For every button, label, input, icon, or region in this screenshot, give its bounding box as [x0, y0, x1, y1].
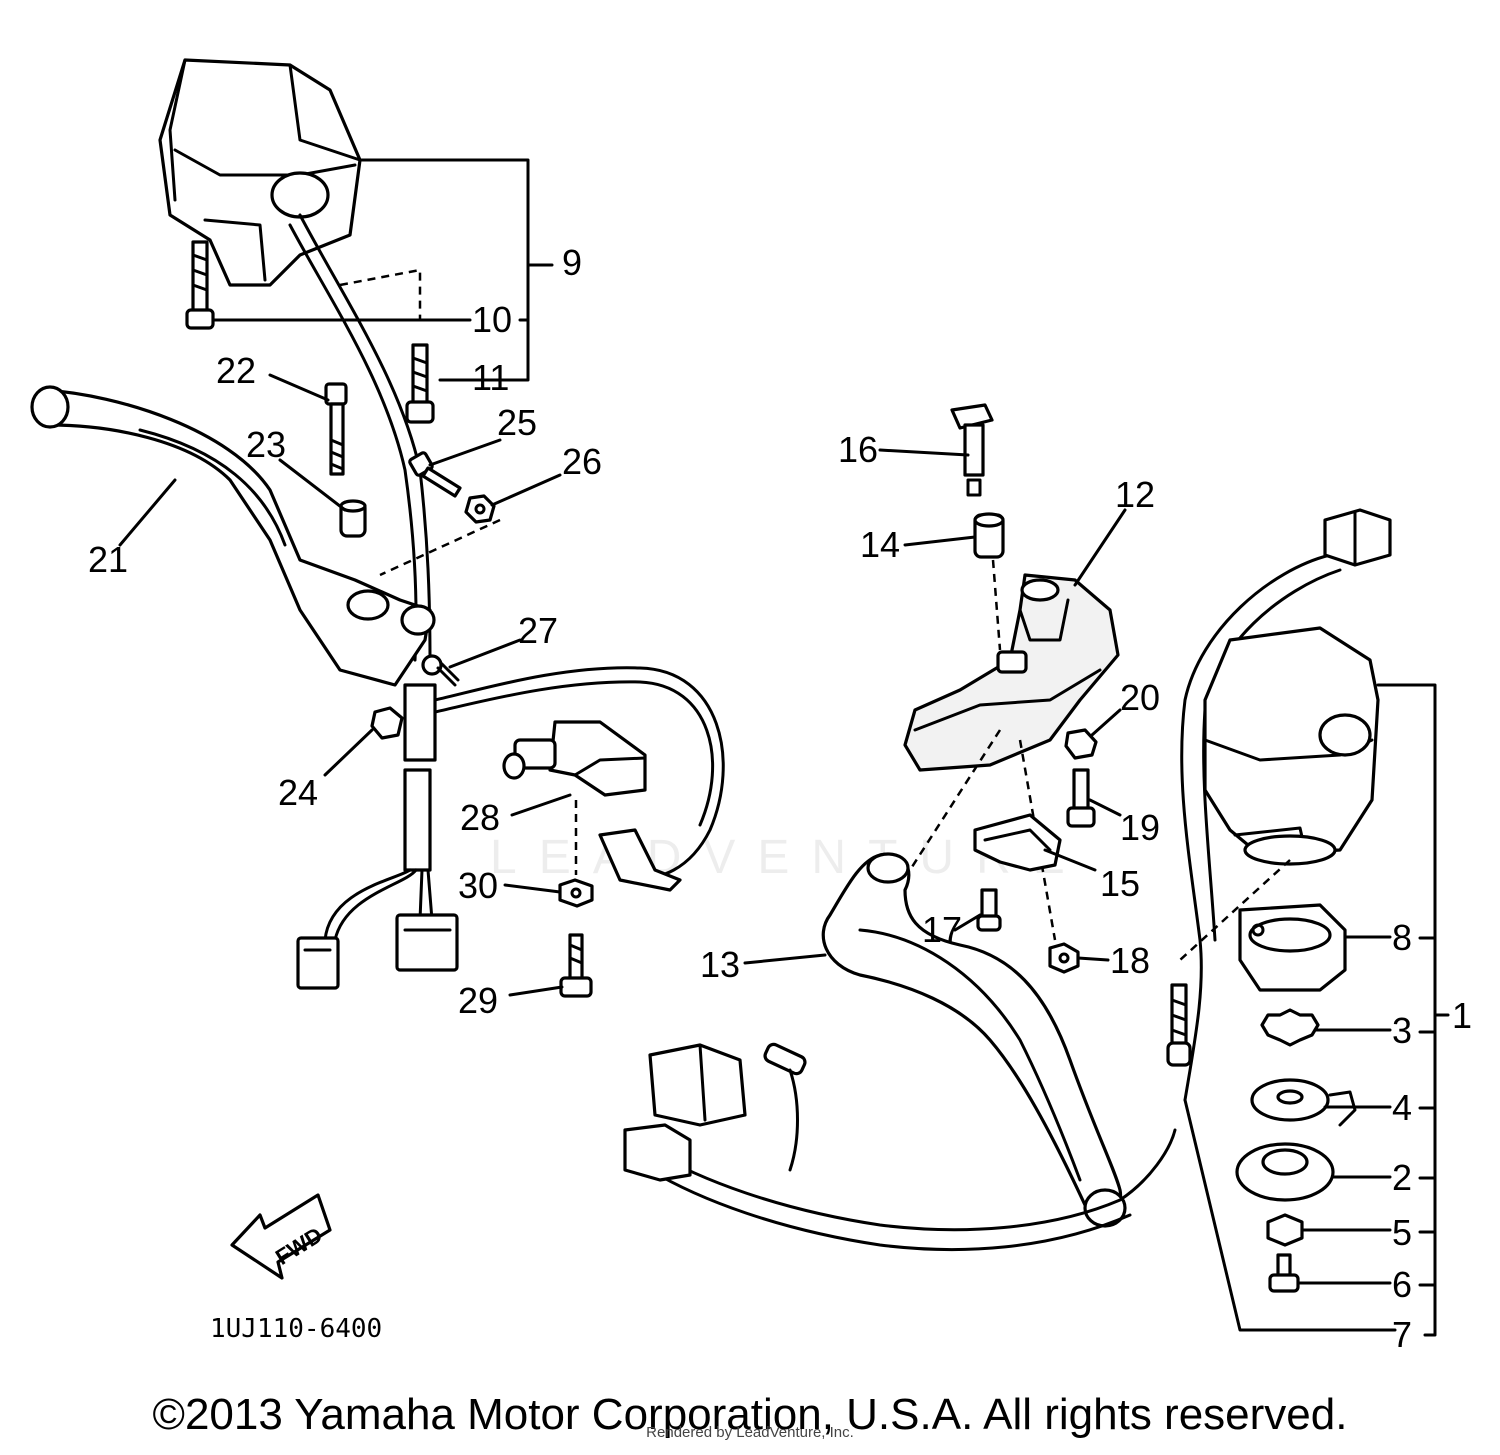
- copyright-notice: ©2013 Yamaha Motor Corporation, U.S.A. A…: [152, 1390, 1348, 1439]
- right-connector-large[interactable]: [648, 1043, 747, 1127]
- callout-13: 13: [700, 944, 740, 985]
- clutch-lever-21[interactable]: [30, 385, 436, 687]
- left-switch-wire: [288, 223, 418, 662]
- right-switch-housing[interactable]: [1203, 626, 1380, 866]
- callout-25: 25: [497, 402, 537, 443]
- bolt-25[interactable]: [408, 451, 462, 498]
- brake-switch-15[interactable]: [973, 813, 1062, 872]
- callout-4: 4: [1392, 1087, 1412, 1128]
- callout-1: 1: [1452, 995, 1472, 1036]
- collar-23[interactable]: [339, 499, 367, 538]
- callout-6: 6: [1392, 1264, 1412, 1305]
- lever-holder-12[interactable]: [903, 573, 1120, 772]
- callout-18: 18: [1110, 940, 1150, 981]
- nut-26[interactable]: [464, 494, 496, 524]
- callout-15: 15: [1100, 863, 1140, 904]
- callout-23: 23: [246, 424, 286, 465]
- washer-4[interactable]: [1250, 1078, 1357, 1127]
- callout-17: 17: [922, 909, 962, 950]
- screw-27[interactable]: [421, 654, 460, 687]
- nut-30[interactable]: [558, 878, 594, 908]
- right-harness: [648, 1128, 1177, 1232]
- callout-5: 5: [1392, 1212, 1412, 1253]
- callout-20: 20: [1120, 677, 1160, 718]
- nut-18[interactable]: [1048, 942, 1080, 974]
- wire-clip: [598, 828, 682, 892]
- callout-12: 12: [1115, 474, 1155, 515]
- callout-3: 3: [1392, 1010, 1412, 1051]
- watermark: LEADVENTURE: [490, 831, 1087, 884]
- screw-17[interactable]: [976, 888, 1002, 932]
- right-switch-wire: [1180, 553, 1332, 1102]
- nut-5[interactable]: [1266, 1213, 1304, 1247]
- right-connector-small[interactable]: [623, 1123, 692, 1182]
- nut-24[interactable]: [370, 706, 404, 740]
- callout-30: 30: [458, 865, 498, 906]
- bracket-9: [358, 158, 530, 382]
- collar-14[interactable]: [973, 512, 1005, 559]
- rendered-by-notice: Rendered by LeadVenture, Inc.: [646, 1424, 854, 1441]
- callout-29: 29: [458, 980, 498, 1021]
- clutch-switch-28[interactable]: [502, 720, 647, 797]
- right-bullet-connector[interactable]: [763, 1042, 807, 1076]
- callout-7: 7: [1392, 1314, 1412, 1355]
- nut-20[interactable]: [1064, 728, 1098, 760]
- bracket-1: [1376, 683, 1437, 1337]
- left-connector-large[interactable]: [395, 913, 459, 972]
- callout-27: 27: [518, 610, 558, 651]
- screw-29[interactable]: [559, 933, 593, 998]
- fwd-arrow-icon: FWD: [230, 1193, 332, 1280]
- callout-9: 9: [562, 242, 582, 283]
- callout-11: 11: [472, 357, 509, 398]
- callout-8: 8: [1392, 917, 1412, 958]
- bolt-22[interactable]: [324, 382, 348, 476]
- callout-14: 14: [860, 524, 900, 565]
- contact-2[interactable]: [1235, 1142, 1335, 1202]
- left-connector-small[interactable]: [296, 936, 340, 990]
- screw-19[interactable]: [1066, 768, 1096, 828]
- screw-7[interactable]: [1166, 983, 1192, 1067]
- screw-11[interactable]: [405, 343, 435, 424]
- callout-24: 24: [278, 772, 318, 813]
- switch-wire-loop: [433, 666, 725, 882]
- callout-10: 10: [472, 299, 512, 340]
- callout-16: 16: [838, 429, 878, 470]
- switch-plate-8[interactable]: [1238, 903, 1347, 992]
- callout-21: 21: [88, 539, 128, 580]
- callout-28: 28: [460, 797, 500, 838]
- left-switch-housing[interactable]: [158, 58, 362, 287]
- screw-10[interactable]: [185, 240, 215, 330]
- callout-19: 19: [1120, 807, 1160, 848]
- part-number: 1UJ110-6400: [210, 1314, 382, 1344]
- callout-26: 26: [562, 441, 602, 482]
- bolt-16[interactable]: [950, 403, 994, 497]
- callout-22: 22: [216, 350, 256, 391]
- screw-6[interactable]: [1268, 1253, 1300, 1293]
- right-connector-top[interactable]: [1323, 508, 1392, 567]
- star-washer-3[interactable]: [1260, 1008, 1320, 1047]
- callout-2: 2: [1392, 1157, 1412, 1198]
- brake-lever-13[interactable]: [821, 852, 1127, 1228]
